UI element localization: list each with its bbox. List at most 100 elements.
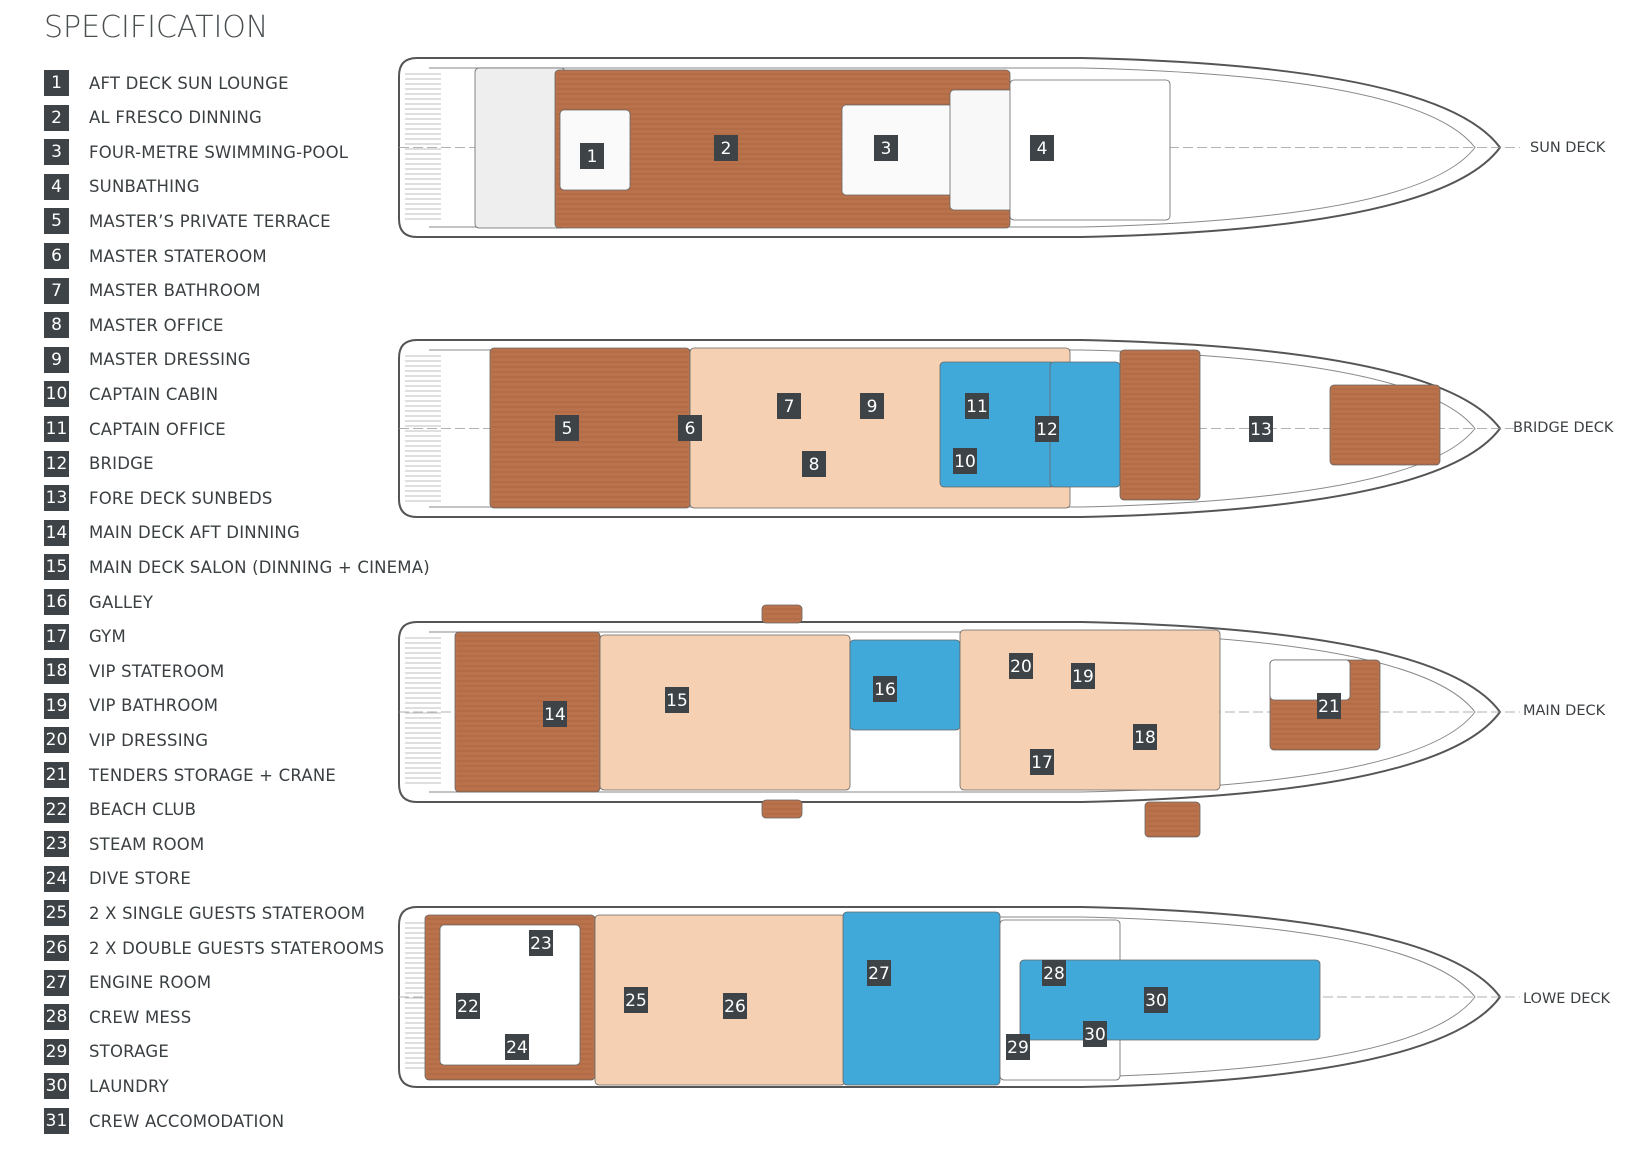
plan-marker-badge <box>1006 1034 1030 1060</box>
legend-label: STEAM ROOM <box>89 834 205 854</box>
bridge-area <box>1049 361 1121 488</box>
legend-number-badge: 17 <box>44 623 69 650</box>
plan-marker-badge <box>1133 724 1157 750</box>
plan-marker-number: 8 <box>809 455 820 475</box>
plan-marker-number: 2 <box>721 139 732 159</box>
plan-marker-number: 22 <box>457 997 479 1017</box>
plan-marker-badge <box>1317 693 1341 719</box>
plan-marker-number: 14 <box>544 705 566 725</box>
plan-marker-number: 18 <box>1134 728 1156 748</box>
plan-marker-number: 20 <box>1010 657 1032 677</box>
plan-marker-number: 25 <box>625 991 647 1011</box>
plan-marker-23: 23 <box>529 930 553 956</box>
plan-marker-number: 28 <box>1043 964 1065 984</box>
plan-marker-badge <box>1249 416 1273 442</box>
plan-marker-number: 7 <box>784 397 795 417</box>
legend-number-badge: 30 <box>44 1073 69 1100</box>
legend-number-badge: 18 <box>44 658 69 685</box>
plan-marker-30: 30 <box>1144 987 1168 1013</box>
legend-number-badge: 2 <box>44 104 69 131</box>
legend-label: VIP BATHROOM <box>89 696 219 716</box>
plan-marker-badge <box>802 451 826 477</box>
legend-number-badge: 26 <box>44 935 69 961</box>
plan-marker-number: 30 <box>1145 991 1167 1011</box>
legend-number-badge: 14 <box>44 519 69 546</box>
plan-marker-22: 22 <box>456 993 480 1019</box>
plan-marker-2: 2 <box>714 135 738 161</box>
plan-marker-number: 26 <box>724 997 746 1017</box>
legend-label: BEACH CLUB <box>89 800 197 820</box>
legend-number-badge: 22 <box>44 796 69 823</box>
plan-marker-13: 13 <box>1249 416 1273 442</box>
plan-marker-badge <box>777 393 801 419</box>
legend-label: MASTER STATEROOM <box>89 246 267 266</box>
plan-marker-1: 1 <box>580 143 604 169</box>
legend-number-badge: 20 <box>44 727 69 754</box>
plan-marker-badge <box>953 448 977 474</box>
deck-label-sun: SUN DECK <box>1530 140 1606 156</box>
plan-marker-number: 12 <box>1036 420 1058 440</box>
legend-label: 2 X SINGLE GUESTS STATEROOM <box>89 903 366 923</box>
plan-marker-badge <box>624 987 648 1013</box>
plan-marker-number: 5 <box>562 419 573 439</box>
main-salon-interior <box>599 634 851 791</box>
plan-marker-11: 11 <box>965 393 989 419</box>
legend-number-badge: 10 <box>44 381 69 408</box>
sun-deck-fore-structure <box>1009 79 1171 221</box>
legend-number-badge: 19 <box>44 692 69 719</box>
legend-label: ENGINE ROOM <box>89 973 212 993</box>
plan-marker-number: 6 <box>685 419 696 439</box>
legend-number-badge: 3 <box>44 139 69 166</box>
engine-room <box>842 911 1001 1086</box>
sun-deck-hull-inner-line <box>429 67 1476 228</box>
plan-marker-number: 29 <box>1007 1038 1029 1058</box>
legend-number-badge: 23 <box>44 831 69 858</box>
legend-item: 19 VIP BATHROOM <box>44 692 219 719</box>
legend-label: CAPTAIN OFFICE <box>89 419 226 439</box>
plan-marker-12: 12 <box>1035 416 1059 442</box>
deck-label-bridge: BRIDGE DECK <box>1513 420 1614 436</box>
legend-label: MASTER DRESSING <box>89 350 251 370</box>
legend-label: MASTER OFFICE <box>89 315 224 335</box>
legend-number-badge: 7 <box>44 277 69 304</box>
plan-marker-number: 17 <box>1031 753 1053 773</box>
legend-label: VIP STATEROOM <box>89 661 225 681</box>
legend-number-badge: 8 <box>44 312 69 339</box>
plan-marker-9: 9 <box>860 393 884 419</box>
plan-marker-badge <box>555 415 579 441</box>
legend-number-badge: 28 <box>44 1004 69 1031</box>
plan-marker-badge <box>1030 749 1054 775</box>
plan-marker-16: 16 <box>873 676 897 702</box>
main-deck-side-platform <box>1144 801 1201 838</box>
plan-marker-badge <box>874 135 898 161</box>
plan-marker-badge <box>505 1034 529 1060</box>
plan-marker-6: 6 <box>678 415 702 441</box>
galley-area <box>849 639 961 731</box>
plan-marker-number: 13 <box>1250 420 1272 440</box>
plan-marker-badge <box>678 415 702 441</box>
legend-number-badge: 24 <box>44 865 69 892</box>
plan-marker-number: 27 <box>868 964 890 984</box>
legend-number-badge: 11 <box>44 416 69 442</box>
main-deck-hull-inner-line <box>429 631 1476 793</box>
legend-item: 11 CAPTAIN OFFICE <box>44 416 226 442</box>
legend-number-badge: 25 <box>44 900 69 927</box>
plan-marker-badge <box>965 393 989 419</box>
legend-number-badge: 1 <box>44 70 69 96</box>
plan-marker-badge <box>1071 663 1095 689</box>
legend-label: LAUNDRY <box>89 1076 169 1096</box>
page-title: SPECIFICATION <box>44 10 269 45</box>
plan-marker-badge <box>867 960 891 986</box>
plan-marker-26: 26 <box>723 993 747 1019</box>
plan-marker-badge <box>1009 653 1033 679</box>
legend-number-badge: 13 <box>44 485 69 512</box>
plan-marker-badge <box>1083 1021 1107 1047</box>
